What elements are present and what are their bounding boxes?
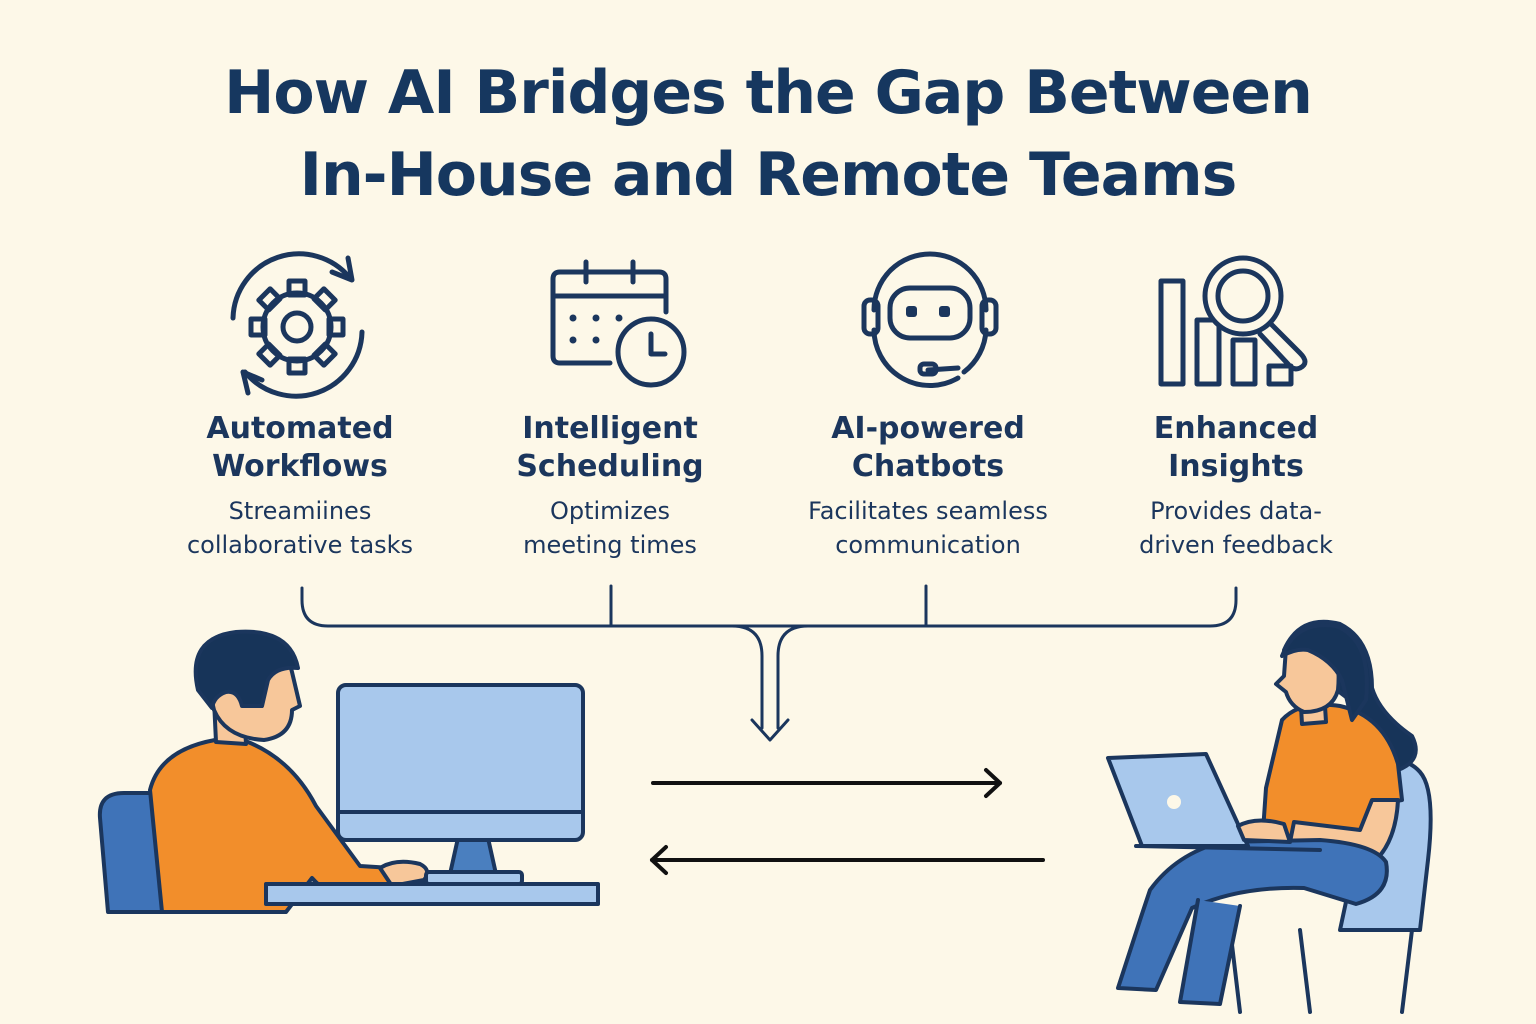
feature-title: AI-powered Chatbots: [778, 410, 1078, 486]
dark-hair: [193, 629, 300, 710]
feature-description-line: Streamiines: [228, 497, 372, 525]
feature-title-line: Workflows: [212, 449, 388, 484]
blue-jeans: [1116, 838, 1389, 992]
in-house-worker-illustration: [97, 629, 600, 914]
feature-description-line: collaborative tasks: [186, 531, 414, 559]
long-hair: [1280, 623, 1369, 722]
feature-title-line: Insights: [1168, 449, 1304, 484]
feature-title: Intelligent Scheduling: [460, 410, 760, 486]
feature-title-line: Enhanced: [1153, 411, 1319, 446]
chatbot-headset-icon: [861, 251, 999, 388]
page-title: How AI Bridges the Gap Between In-House …: [0, 52, 1536, 216]
feature-description: Streamiines collaborative tasks: [150, 494, 450, 562]
bar-chart-magnifier-icon: [1158, 255, 1308, 387]
feature-description-line: communication: [835, 531, 1021, 559]
feature-automated-workflows: Automated Workflows Streamiines collabor…: [150, 410, 450, 562]
feature-title-line: Automated: [206, 411, 394, 446]
arrow-to-remote: [651, 768, 1002, 798]
feature-description: Provides data- driven feedback: [1086, 494, 1386, 562]
feature-description-line: Provides data-: [1150, 497, 1322, 525]
keyboard: [264, 882, 600, 906]
feature-title: Enhanced Insights: [1086, 410, 1386, 486]
feature-description-line: driven feedback: [1139, 531, 1333, 559]
calendar-dots: [569, 314, 623, 344]
remote-worker-illustration: [1106, 619, 1433, 1014]
desktop-monitor: [336, 683, 585, 842]
feature-ai-powered-chatbots: AI-powered Chatbots Facilitates seamless…: [778, 410, 1078, 562]
arrow-to-inhouse: [650, 845, 1045, 875]
feature-title-line: Intelligent: [522, 411, 698, 446]
connector-bracket: [300, 584, 1238, 742]
feature-title-line: AI-powered: [831, 411, 1025, 446]
feature-description-line: Facilitates seamless: [808, 497, 1048, 525]
feature-description: Optimizes meeting times: [460, 494, 760, 562]
gear-cycle-icon: [230, 251, 365, 399]
feature-title-line: Scheduling: [516, 449, 704, 484]
feature-enhanced-insights: Enhanced Insights Provides data- driven …: [1086, 410, 1386, 562]
feature-title-line: Chatbots: [851, 449, 1005, 484]
chatbot-eyes: [906, 306, 950, 317]
title-line-2: In-House and Remote Teams: [299, 140, 1238, 210]
feature-intelligent-scheduling: Intelligent Scheduling Optimizes meeting…: [460, 410, 760, 562]
feature-description-line: meeting times: [523, 531, 697, 559]
title-line-1: How AI Bridges the Gap Between: [224, 58, 1313, 128]
calendar-clock-icon: [550, 259, 687, 388]
feature-description: Facilitates seamless communication: [778, 494, 1078, 562]
feature-title: Automated Workflows: [150, 410, 450, 486]
feature-description-line: Optimizes: [549, 497, 671, 525]
